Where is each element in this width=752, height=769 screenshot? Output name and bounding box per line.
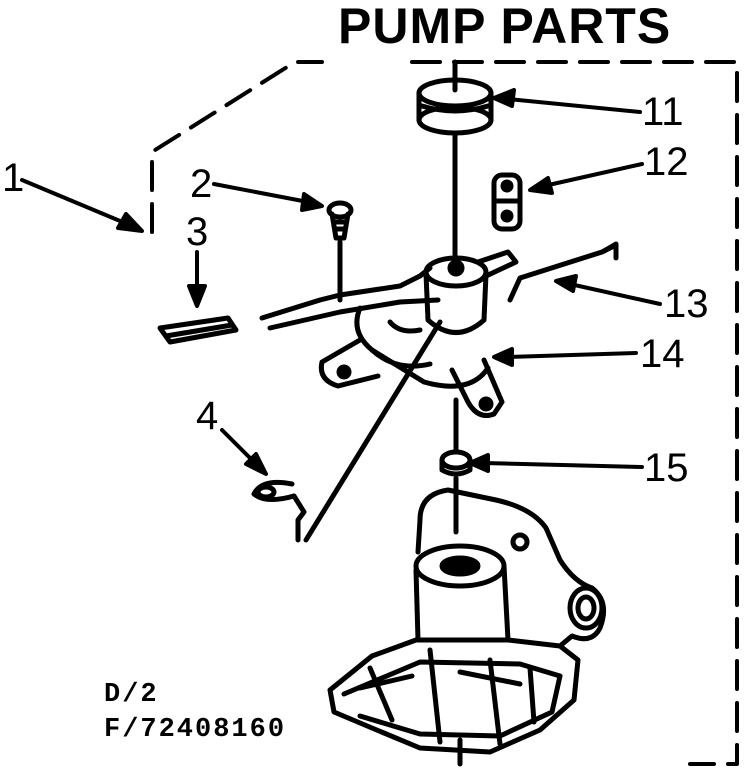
part-2-screw [326,200,354,303]
callout-1: 1 [2,156,25,200]
part-3-pad [157,315,239,345]
diagram-code-line-2: F/72408160 [104,715,287,745]
callout-13: 13 [664,282,709,326]
part-4-clip [251,479,307,543]
pump-housing [327,487,607,767]
callout-11: 11 [642,90,684,134]
diagram-code-line-1: D/2 [104,680,159,710]
callout-3: 3 [186,210,209,254]
callout-4: 4 [196,394,219,438]
assembly-boundary [150,60,739,766]
part-14-bracket [259,249,519,543]
part-15-seal [439,449,473,535]
callout-15: 15 [644,446,689,490]
leader-lines [20,88,662,476]
callout-2: 2 [190,162,213,206]
part-11-pulley [416,59,494,265]
callout-14: 14 [640,332,685,376]
callout-12: 12 [644,140,689,184]
part-13-wire [507,241,619,303]
part-12-clip [491,172,523,232]
page-title: PUMP PARTS [338,0,672,54]
